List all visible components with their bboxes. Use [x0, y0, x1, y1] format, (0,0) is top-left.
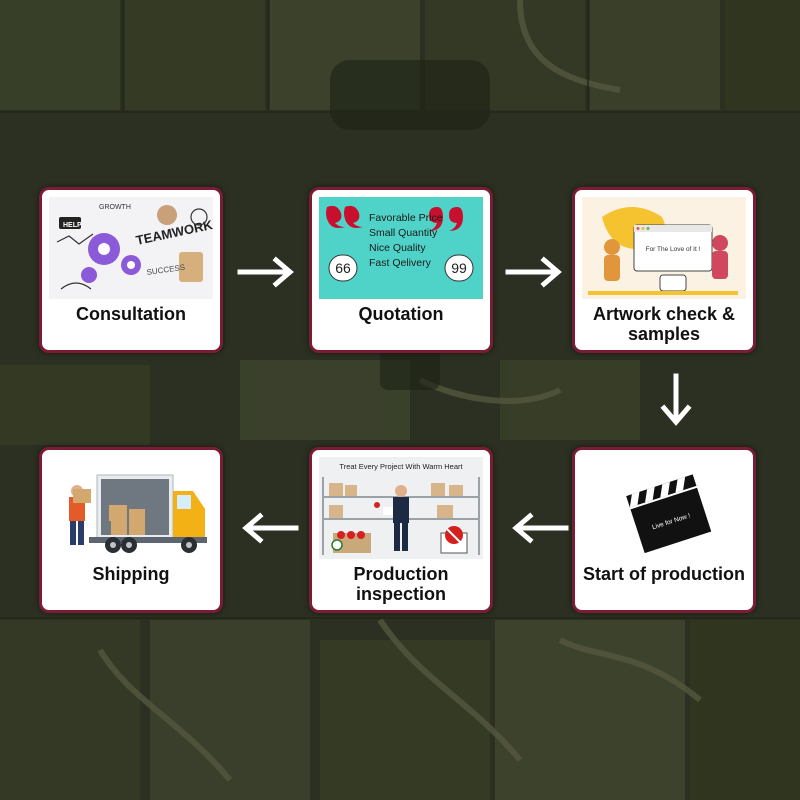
step-label: Artwork check & samples	[592, 304, 736, 344]
svg-text:Treat Every Project With Warm: Treat Every Project With Warm Heart	[339, 462, 463, 471]
svg-text:Fast Qelivery: Fast Qelivery	[369, 257, 432, 269]
arrow-down-icon	[660, 373, 692, 426]
shipping-truck-image	[49, 457, 213, 559]
consultation-image: HELP GROWTH TEAMWORK SUCCESS	[49, 197, 213, 299]
step-shipping-card: Shipping	[39, 447, 223, 613]
svg-text:GROWTH: GROWTH	[99, 204, 131, 211]
arrow-right-icon	[237, 256, 294, 288]
svg-text:Nice Quality: Nice Quality	[369, 242, 426, 254]
svg-text:HELP: HELP	[63, 222, 82, 229]
step-artwork-card: For The Love of It ! Artwork check & sam…	[572, 187, 756, 353]
step-start-card: Live for Now ! Start of production	[572, 447, 756, 613]
step-label: Production inspection	[353, 564, 449, 604]
arrow-right-icon	[505, 256, 562, 288]
step-quotation-card: Favorable Price Small Quantity Nice Qual…	[309, 187, 493, 353]
svg-text:66: 66	[335, 260, 351, 276]
inspection-image: Treat Every Project With Warm Heart	[319, 457, 483, 559]
svg-text:99: 99	[451, 260, 467, 276]
step-consultation-card: HELP GROWTH TEAMWORK SUCCESS Consultatio…	[39, 187, 223, 353]
clapperboard-image: Live for Now !	[582, 457, 746, 559]
svg-text:Favorable Price: Favorable Price	[369, 212, 443, 224]
quotation-image: Favorable Price Small Quantity Nice Qual…	[319, 197, 483, 299]
step-label: Shipping	[92, 564, 170, 584]
svg-text:For The Love of It !: For The Love of It !	[646, 246, 701, 253]
arrow-left-icon	[242, 512, 299, 544]
svg-text:Small Quantity: Small Quantity	[369, 227, 438, 239]
step-label: Start of production	[583, 564, 745, 584]
step-inspection-card: Treat Every Project With Warm Heart	[309, 447, 493, 613]
arrow-left-icon	[512, 512, 569, 544]
artwork-image: For The Love of It !	[582, 197, 746, 299]
step-label: Quotation	[358, 304, 444, 324]
step-label: Consultation	[76, 304, 186, 324]
